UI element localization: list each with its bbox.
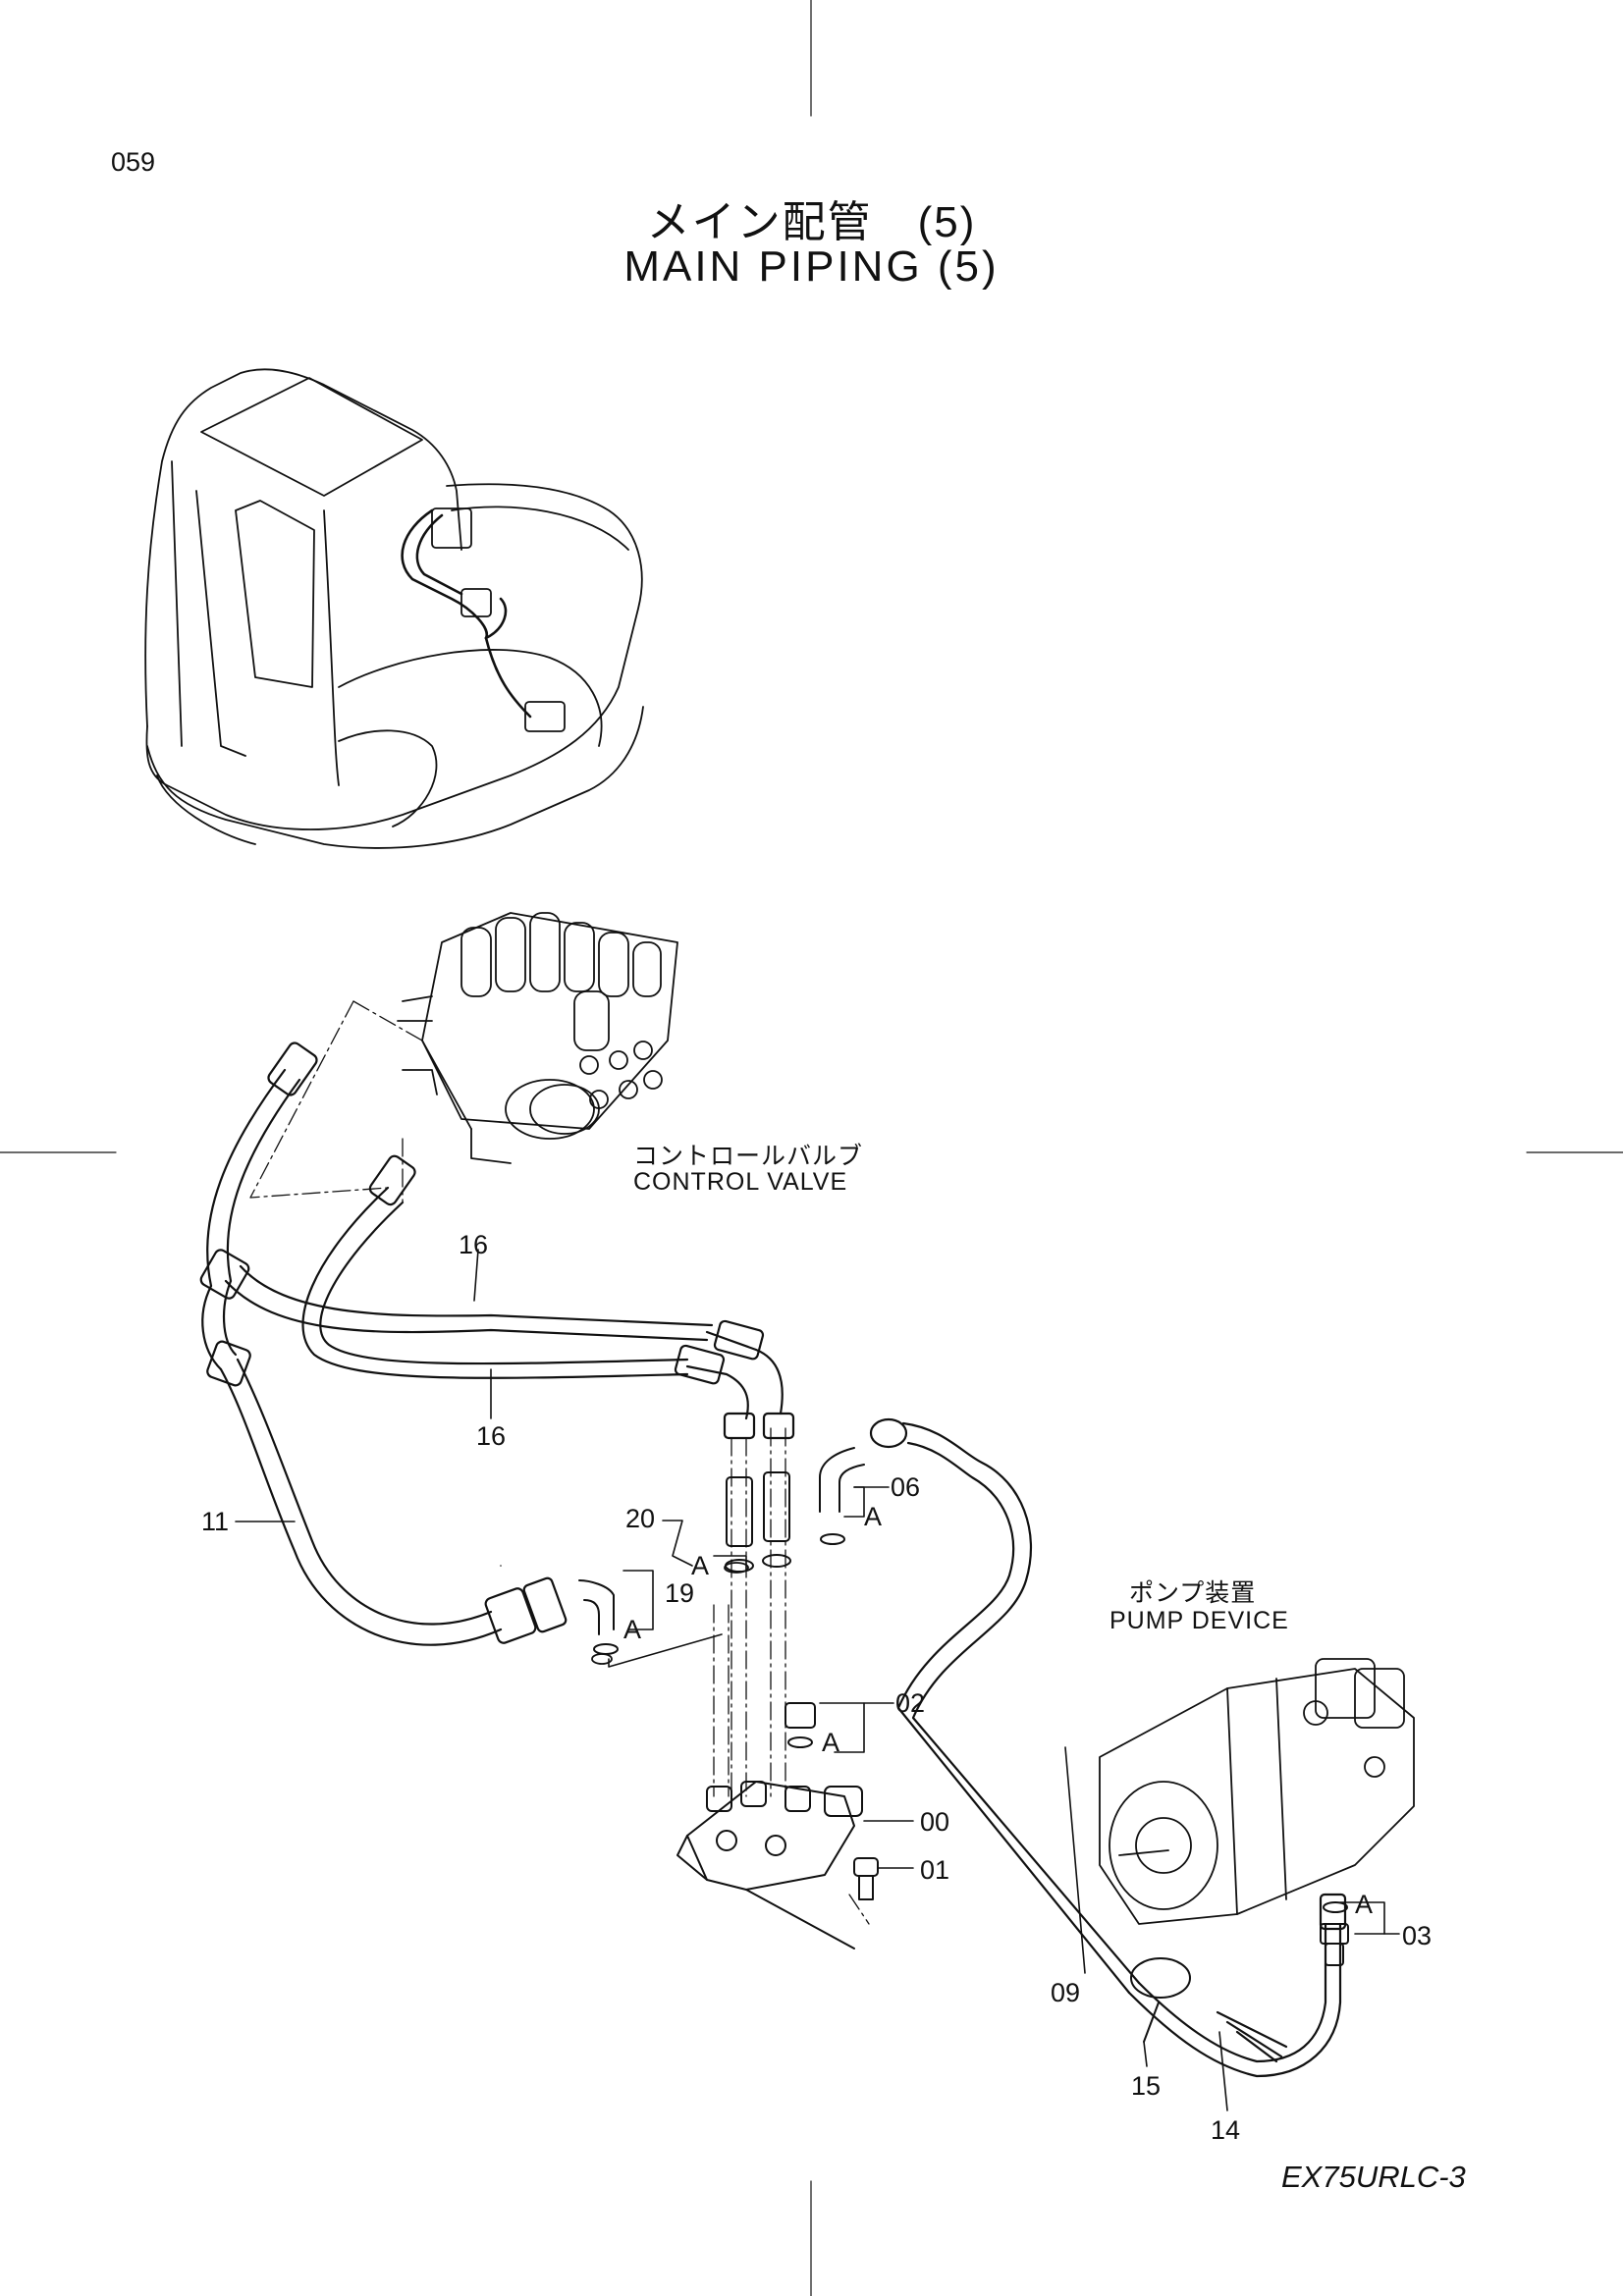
centerlines bbox=[249, 1000, 870, 1925]
bolt-01 bbox=[853, 1857, 879, 1900]
part-label-20: 20 bbox=[625, 1504, 656, 1533]
o-rings bbox=[591, 1562, 749, 1665]
detail-mark-a-19: A bbox=[623, 1615, 642, 1644]
detail-mark-a-03: A bbox=[1355, 1890, 1374, 1919]
leader-lines bbox=[235, 1249, 1400, 2111]
part-label-11: 11 bbox=[201, 1507, 230, 1536]
valve-block-00 bbox=[676, 1781, 863, 1949]
part-label-19: 19 bbox=[665, 1578, 695, 1608]
part-label-01: 01 bbox=[920, 1855, 950, 1885]
part-label-09: 09 bbox=[1051, 1978, 1081, 2007]
part-label-00: 00 bbox=[920, 1807, 950, 1837]
elbow-19 bbox=[578, 1579, 619, 1655]
control-valve-drawing bbox=[397, 912, 678, 1164]
fittings-20 bbox=[725, 1471, 791, 1573]
elbow-06 bbox=[819, 1447, 865, 1545]
hose-11 bbox=[199, 1041, 568, 1646]
clamp-15 bbox=[1130, 1957, 1191, 2043]
control-valve-label-jp: コントロールバルブ bbox=[633, 1143, 864, 1170]
title-english: MAIN PIPING (5) bbox=[623, 242, 1000, 291]
part-label-14: 14 bbox=[1211, 2115, 1241, 2145]
part-label-16-lower: 16 bbox=[476, 1421, 507, 1451]
hose-09 bbox=[869, 1417, 1347, 2078]
part-label-15: 15 bbox=[1131, 2071, 1162, 2101]
plug-02 bbox=[784, 1702, 816, 1748]
page-number: 059 bbox=[111, 147, 156, 177]
detail-mark-a-06: A bbox=[864, 1502, 883, 1531]
control-valve-label-en: CONTROL VALVE bbox=[633, 1168, 848, 1196]
pump-device-label-en: PUMP DEVICE bbox=[1109, 1607, 1289, 1634]
part-label-03: 03 bbox=[1402, 1921, 1433, 1950]
part-label-06: 06 bbox=[891, 1472, 921, 1502]
fitting-03 bbox=[1320, 1901, 1349, 1966]
hoses-16 bbox=[224, 1154, 795, 1440]
pump-device-label-jp: ポンプ装置 bbox=[1129, 1579, 1257, 1607]
detail-mark-a-20: A bbox=[691, 1551, 710, 1580]
title-japanese: メイン配管 (5) bbox=[646, 198, 977, 246]
part-label-02: 02 bbox=[895, 1688, 926, 1718]
part-label-16-upper: 16 bbox=[459, 1230, 489, 1259]
model-number: EX75URLC-3 bbox=[1281, 2160, 1466, 2194]
excavator-overview bbox=[144, 368, 644, 849]
pump-device-drawing bbox=[1099, 1658, 1415, 1925]
detail-mark-a-02: A bbox=[822, 1728, 840, 1757]
